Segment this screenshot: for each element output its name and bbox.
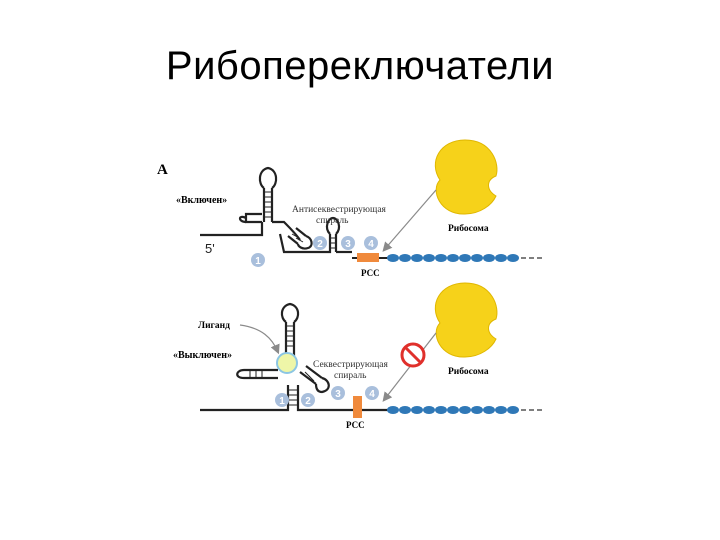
bottom-badge-4 bbox=[365, 386, 379, 400]
top-badge-3 bbox=[341, 236, 355, 250]
top-rbs-box bbox=[357, 253, 379, 262]
bottom-badge-2 bbox=[301, 393, 315, 407]
bottom-badge-3 bbox=[331, 386, 345, 400]
ligand-binding-pocket bbox=[276, 352, 298, 374]
top-badge-4 bbox=[364, 236, 378, 250]
bottom-off-state: Лиганд «Выключен» bbox=[173, 282, 542, 430]
bottom-badge-1 bbox=[275, 393, 289, 407]
panel-label: A bbox=[157, 162, 168, 178]
bottom-rbs-label: РСС bbox=[346, 420, 365, 430]
bottom-ribosome bbox=[434, 282, 498, 358]
top-helix-label-line2: спираль bbox=[316, 216, 349, 226]
top-badge-2 bbox=[313, 236, 327, 250]
five-prime-label: 5' bbox=[205, 241, 215, 256]
bottom-rna-backbone bbox=[200, 302, 388, 412]
top-ribosome-label: Рибосома bbox=[448, 223, 489, 234]
top-ribosome bbox=[434, 139, 498, 215]
ligand-label: Лиганд bbox=[198, 321, 230, 331]
top-coding-beads bbox=[387, 254, 519, 262]
bottom-helix-label-line2: спираль bbox=[334, 371, 367, 381]
top-state-label: «Включен» bbox=[176, 195, 227, 206]
bottom-state-label: «Выключен» bbox=[173, 350, 232, 361]
top-badge-1-label: 1 bbox=[255, 256, 261, 267]
slide-title: Рибопереключатели bbox=[165, 44, 555, 88]
top-ribosome-arrow bbox=[382, 189, 437, 252]
bottom-ribosome-label: Рибосома bbox=[448, 366, 489, 377]
top-on-state: «Включен» bbox=[176, 139, 542, 278]
bottom-rbs-box bbox=[353, 396, 362, 418]
bottom-badge-2-label: 2 bbox=[305, 396, 311, 407]
top-badge-3-label: 3 bbox=[345, 239, 351, 250]
ligand-arrow bbox=[239, 324, 280, 355]
top-helix-label-line1: Антисеквестрирующая bbox=[292, 205, 387, 215]
bottom-helix-label-line1: Секвестрирующая bbox=[313, 360, 388, 370]
top-badge-4-label: 4 bbox=[368, 239, 374, 250]
top-badge-1 bbox=[251, 253, 265, 267]
top-badges: 1 2 3 4 bbox=[251, 236, 378, 267]
bottom-base-pairs bbox=[249, 325, 315, 406]
bottom-coding-beads bbox=[387, 406, 519, 414]
top-rna-backbone bbox=[200, 166, 352, 254]
top-badge-2-label: 2 bbox=[317, 239, 323, 250]
bottom-badges: 1 2 3 4 bbox=[275, 386, 379, 407]
bottom-badge-4-label: 4 bbox=[369, 389, 375, 400]
bottom-badge-3-label: 3 bbox=[335, 389, 341, 400]
top-base-pairs bbox=[265, 191, 335, 249]
no-entry-icon bbox=[400, 342, 426, 368]
bottom-badge-1-label: 1 bbox=[279, 396, 285, 407]
top-rbs-label: РСС bbox=[361, 268, 380, 278]
